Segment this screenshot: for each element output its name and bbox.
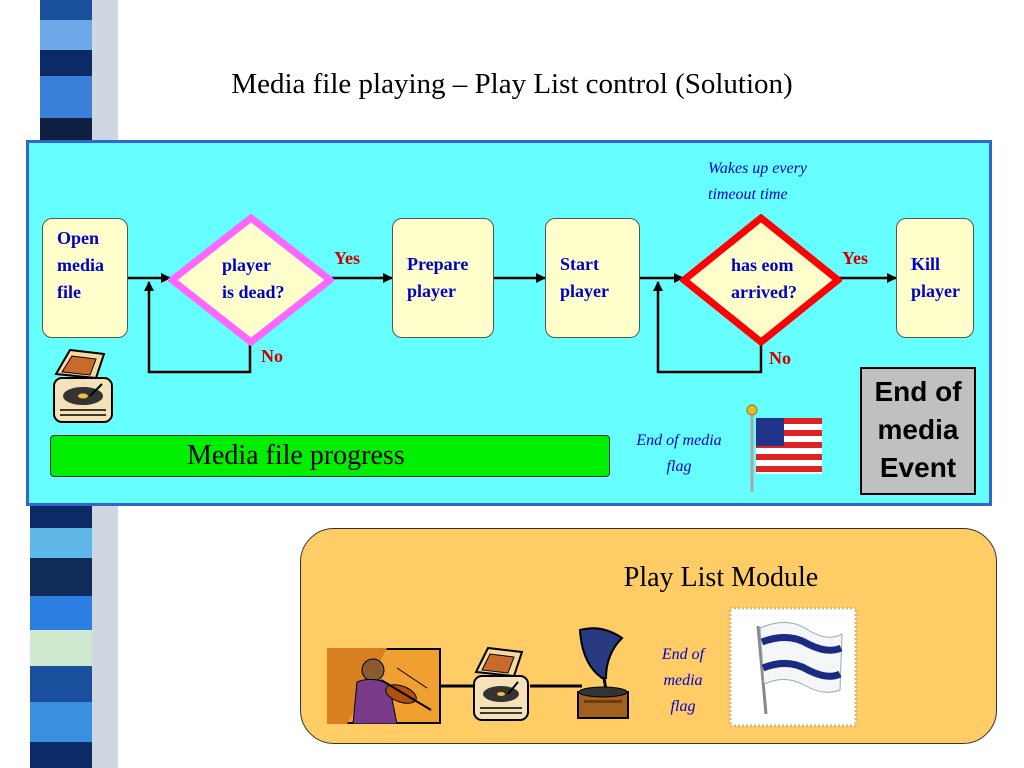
flag-note-line: End of media (636, 432, 722, 449)
decision2-line: has eom (731, 255, 794, 275)
flag-note-line: flag (666, 458, 692, 475)
wakes-note-line: Wakes up every (708, 160, 807, 177)
start-box-line: player (560, 281, 609, 301)
end-of-media-flag-note: End of media flag (620, 428, 738, 480)
slide-title: Media file playing – Play List control (… (231, 68, 793, 100)
yes-label-1: Yes (334, 248, 360, 268)
wakes-note-line: timeout time (708, 186, 788, 203)
module-flag-note-line: End of (661, 646, 705, 663)
prepare-box-line: Prepare (407, 254, 469, 274)
media-file-progress-bar: Media file progress (50, 435, 610, 477)
eom-event-line: media (877, 414, 959, 445)
decision-eom-arrived-label: has eom arrived? (731, 252, 797, 306)
kill-box-line: player (911, 281, 960, 301)
yes-label-2: Yes (842, 248, 868, 268)
play-list-module-title: Play List Module (623, 562, 819, 593)
us-flag-icon (746, 404, 822, 474)
no-label-1: No (261, 346, 283, 366)
decision2-line: arrived? (731, 282, 797, 302)
eom-event-line: End of (874, 376, 962, 407)
decision-player-dead-diamond (168, 214, 334, 346)
start-box-line: Start (560, 254, 599, 274)
kill-box-line: Kill (911, 254, 941, 274)
prepare-box-line: player (407, 281, 456, 301)
no-label-2: No (769, 348, 791, 368)
record-player-icon (53, 348, 113, 423)
record-player-icon-module (473, 646, 529, 721)
decision-eom-arrived-diamond (680, 214, 842, 346)
prepare-player-box: Prepare player (392, 218, 494, 338)
decision1-line: player (222, 255, 271, 275)
open-box-line: file (57, 282, 81, 302)
module-flag-note-line: flag (670, 698, 696, 715)
open-media-file-box: Open media file (42, 218, 128, 338)
kill-player-box: Kill player (896, 218, 974, 338)
module-end-of-media-flag-note: End of media flag (650, 642, 716, 720)
decision-player-dead-label: player is dead? (222, 252, 285, 306)
module-flag-note-line: media (663, 672, 703, 689)
end-of-media-event-box: End of media Event (860, 367, 976, 495)
open-box-line: media (57, 255, 104, 275)
gramophone-icon (577, 627, 629, 719)
start-player-box: Start player (545, 218, 640, 338)
decision1-line: is dead? (222, 282, 285, 302)
waving-flag-icon (728, 606, 858, 728)
violinist-icon (327, 648, 441, 724)
eom-event-line: Event (879, 452, 957, 483)
wakes-up-note: Wakes up every timeout time (708, 156, 807, 208)
open-box-line: Open (57, 228, 100, 248)
